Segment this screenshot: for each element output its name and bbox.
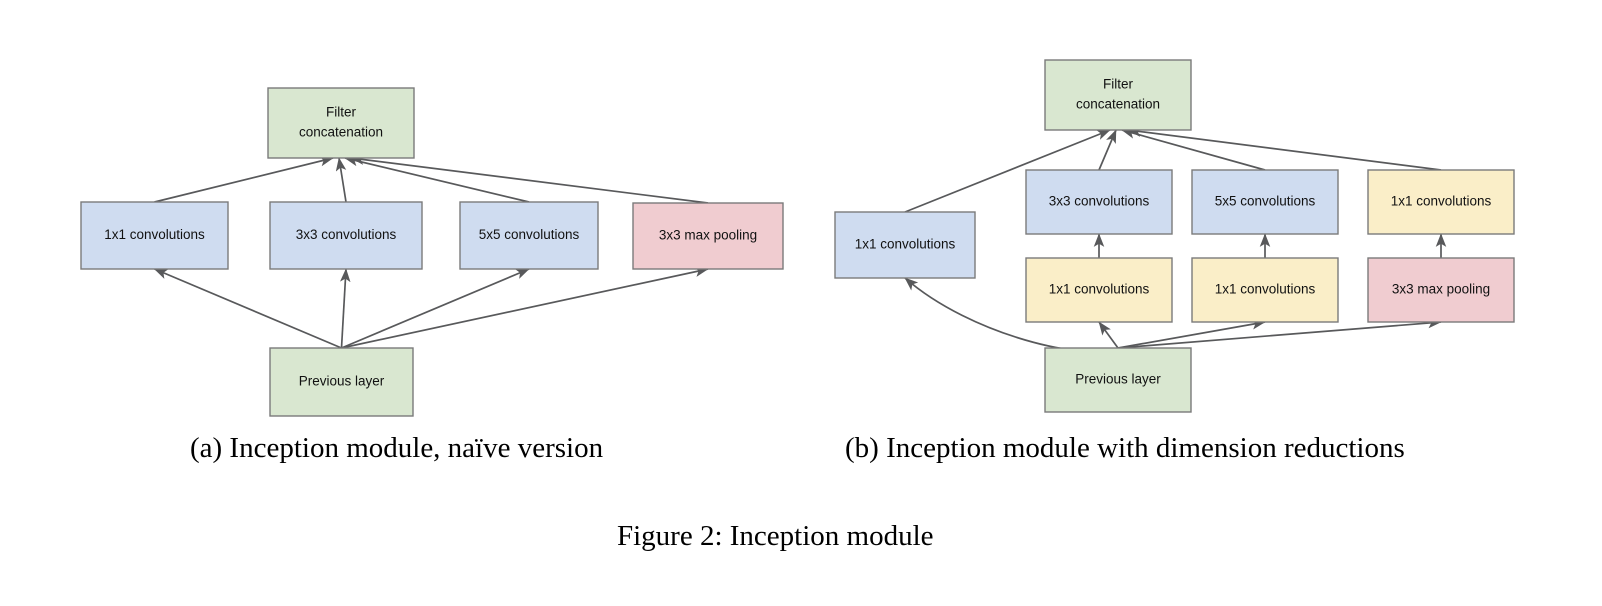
edge-a-conv3x3-to-a-filter-concat	[335, 157, 347, 203]
node-b-previous-layer[interactable]: Previous layer	[1044, 347, 1192, 413]
subcaption-a: (a) Inception module, naïve version	[190, 432, 604, 464]
edge-b-conv5x5-to-b-filter-concat	[1121, 128, 1266, 171]
edge-b-previous-layer-to-b-conv1x1-mid-a	[1098, 321, 1119, 349]
node-box-b-conv5x5[interactable]	[1191, 169, 1339, 235]
edge-a-previous-layer-to-a-maxpool3x3	[341, 266, 709, 349]
edge-a-conv5x5-to-a-filter-concat	[344, 155, 530, 203]
node-b-conv5x5[interactable]: 5x5 convolutions	[1191, 169, 1339, 235]
edge-group-diagram-a	[153, 154, 709, 349]
figure-caption: Figure 2: Inception module	[617, 520, 934, 552]
node-box-a-filter-concat[interactable]	[267, 87, 415, 159]
node-a-conv1x1[interactable]: 1x1 convolutions	[80, 201, 229, 270]
node-a-conv5x5[interactable]: 5x5 convolutions	[459, 201, 599, 270]
edge-a-maxpool3x3-to-a-filter-concat	[350, 154, 709, 204]
subcaption-b: (b) Inception module with dimension redu…	[845, 432, 1405, 464]
node-box-b-conv1x1-mid-a[interactable]	[1025, 257, 1173, 323]
edge-b-previous-layer-to-b-conv1x1-mid-b	[1117, 319, 1266, 349]
node-box-b-filter-concat[interactable]	[1044, 59, 1192, 131]
edge-b-conv3x3-to-b-filter-concat	[1098, 129, 1117, 171]
node-box-b-maxpool3x3[interactable]	[1367, 257, 1515, 323]
edge-a-conv1x1-to-a-filter-concat	[154, 155, 334, 203]
node-a-previous-layer[interactable]: Previous layer	[269, 347, 414, 417]
node-box-b-conv1x1-left[interactable]	[834, 211, 976, 279]
node-b-maxpool3x3[interactable]: 3x3 max pooling	[1367, 257, 1515, 323]
node-b-conv1x1-left[interactable]: 1x1 convolutions	[834, 211, 976, 279]
node-box-a-maxpool3x3[interactable]	[632, 202, 784, 270]
node-b-conv3x3[interactable]: 3x3 convolutions	[1025, 169, 1173, 235]
node-box-b-conv3x3[interactable]	[1025, 169, 1173, 235]
node-box-b-conv1x1-top-right[interactable]	[1367, 169, 1515, 235]
node-box-a-conv5x5[interactable]	[459, 201, 599, 270]
node-box-b-previous-layer[interactable]	[1044, 347, 1192, 413]
edge-b-conv1x1-left-to-b-filter-concat	[904, 129, 1111, 213]
node-a-conv3x3[interactable]: 3x3 convolutions	[269, 201, 423, 270]
edge-group-diagram-b	[904, 126, 1447, 353]
node-a-maxpool3x3[interactable]: 3x3 max pooling	[632, 202, 784, 270]
node-box-b-conv1x1-mid-b[interactable]	[1191, 257, 1339, 323]
node-box-a-conv1x1[interactable]	[80, 201, 229, 270]
edge-b-previous-layer-to-b-maxpool3x3	[1117, 317, 1442, 349]
node-box-a-conv3x3[interactable]	[269, 201, 423, 270]
edge-b-conv1x1-top-right-to-b-filter-concat	[1127, 126, 1442, 171]
edge-a-previous-layer-to-a-conv5x5	[341, 268, 530, 349]
edge-a-previous-layer-to-a-conv3x3	[340, 268, 351, 349]
node-b-conv1x1-mid-a[interactable]: 1x1 convolutions	[1025, 257, 1173, 323]
edge-a-previous-layer-to-a-conv1x1	[153, 268, 342, 349]
node-b-conv1x1-mid-b[interactable]: 1x1 convolutions	[1191, 257, 1339, 323]
node-box-a-previous-layer[interactable]	[269, 347, 414, 417]
node-b-conv1x1-top-right[interactable]: 1x1 convolutions	[1367, 169, 1515, 235]
